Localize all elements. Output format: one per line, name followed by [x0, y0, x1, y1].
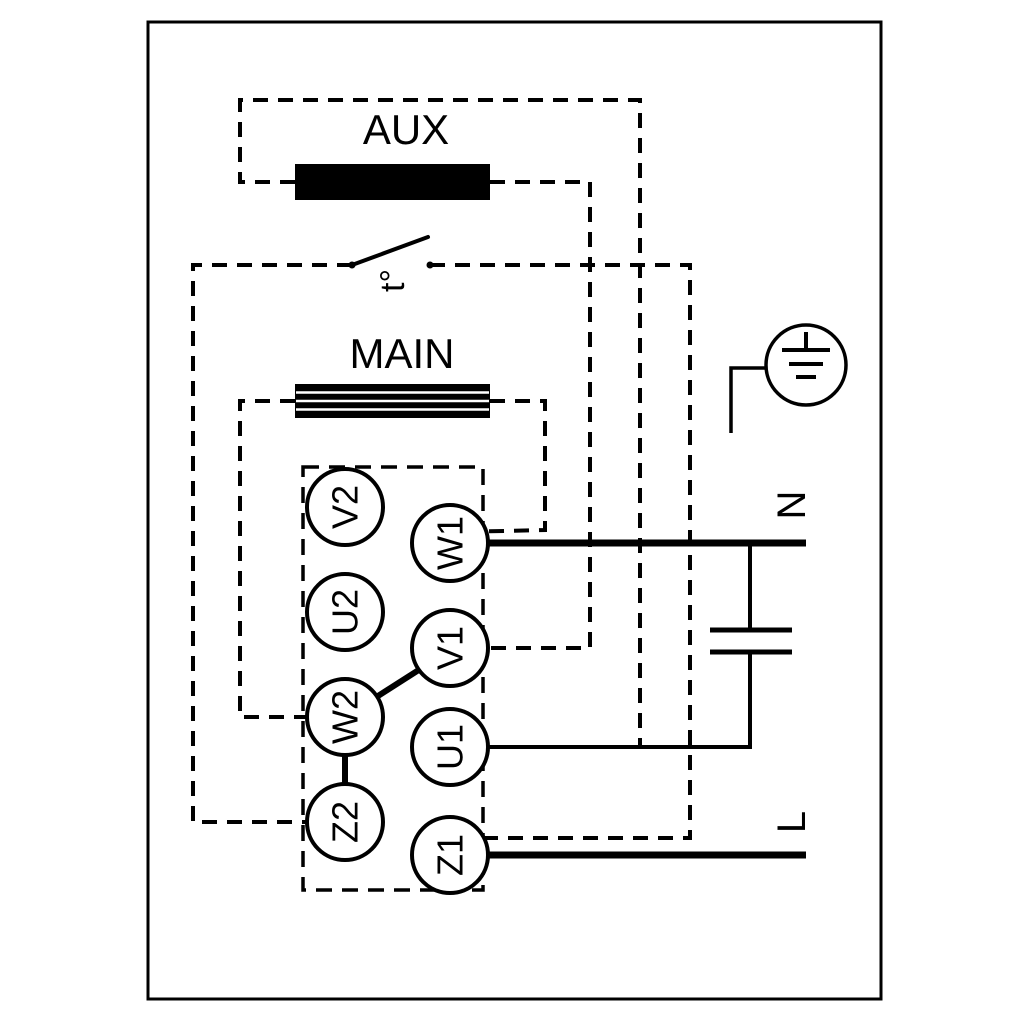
terminal-circle-z2 — [305, 782, 385, 862]
outer-border — [146, 20, 883, 1001]
terminal-label-u2: U2 — [325, 589, 366, 635]
main-winding — [295, 384, 490, 418]
thermal-switch-contact-right — [426, 261, 434, 269]
terminal-v1: V1 — [410, 608, 490, 688]
thermal-switch-contact-left — [348, 261, 356, 269]
thermal-switch-label: t° — [374, 269, 412, 292]
neutral-label: N — [770, 491, 814, 520]
terminal-circle-z1 — [410, 815, 490, 895]
terminal-circle-u2 — [305, 572, 385, 652]
main-winding-label: MAIN — [350, 330, 455, 377]
ground-circle — [764, 323, 848, 407]
wire-u1-to-capacitor — [450, 652, 752, 749]
terminal-label-u1: U1 — [430, 724, 471, 770]
wire-switch-left-to-z2 — [191, 263, 352, 824]
thermal-switch-blade — [350, 235, 430, 267]
terminal-circle-u1 — [410, 707, 490, 787]
wire-switch-right-to-z1 — [430, 263, 692, 840]
aux-winding-label: AUX — [363, 106, 449, 153]
terminal-circle-v2 — [305, 467, 385, 547]
terminal-w1: W1 — [410, 503, 490, 583]
terminal-w2: W2 — [305, 677, 385, 757]
aux-winding — [295, 164, 490, 200]
phase-label: L — [770, 811, 814, 833]
ground-icon — [764, 323, 848, 407]
terminal-label-v1: V1 — [430, 626, 471, 670]
capacitor-icon — [710, 627, 792, 655]
terminal-u2: U2 — [305, 572, 385, 652]
terminal-circle-w2 — [305, 677, 385, 757]
terminal-label-w2: W2 — [325, 690, 366, 744]
thermal-switch-icon — [348, 235, 434, 269]
wire-main-left-to-w2 — [238, 399, 345, 719]
terminal-u1: U1 — [410, 707, 490, 787]
terminal-block — [301, 465, 485, 892]
terminal-z1: Z1 — [410, 815, 490, 895]
wire-main-right-to-w1 — [457, 399, 547, 534]
terminal-label-z1: Z1 — [430, 834, 471, 876]
terminal-circle-v1 — [410, 608, 490, 688]
terminal-label-v2: V2 — [325, 485, 366, 529]
wire-aux-left-loop — [238, 98, 642, 746]
terminal-circle-w1 — [410, 503, 490, 583]
terminal-label-z2: Z2 — [325, 801, 366, 843]
terminal-z2: Z2 — [305, 782, 385, 862]
wire-aux-right-to-v1 — [450, 180, 592, 650]
terminal-v2: V2 — [305, 467, 385, 547]
terminal-label-w1: W1 — [430, 516, 471, 570]
ground-lead-wire — [729, 366, 766, 433]
